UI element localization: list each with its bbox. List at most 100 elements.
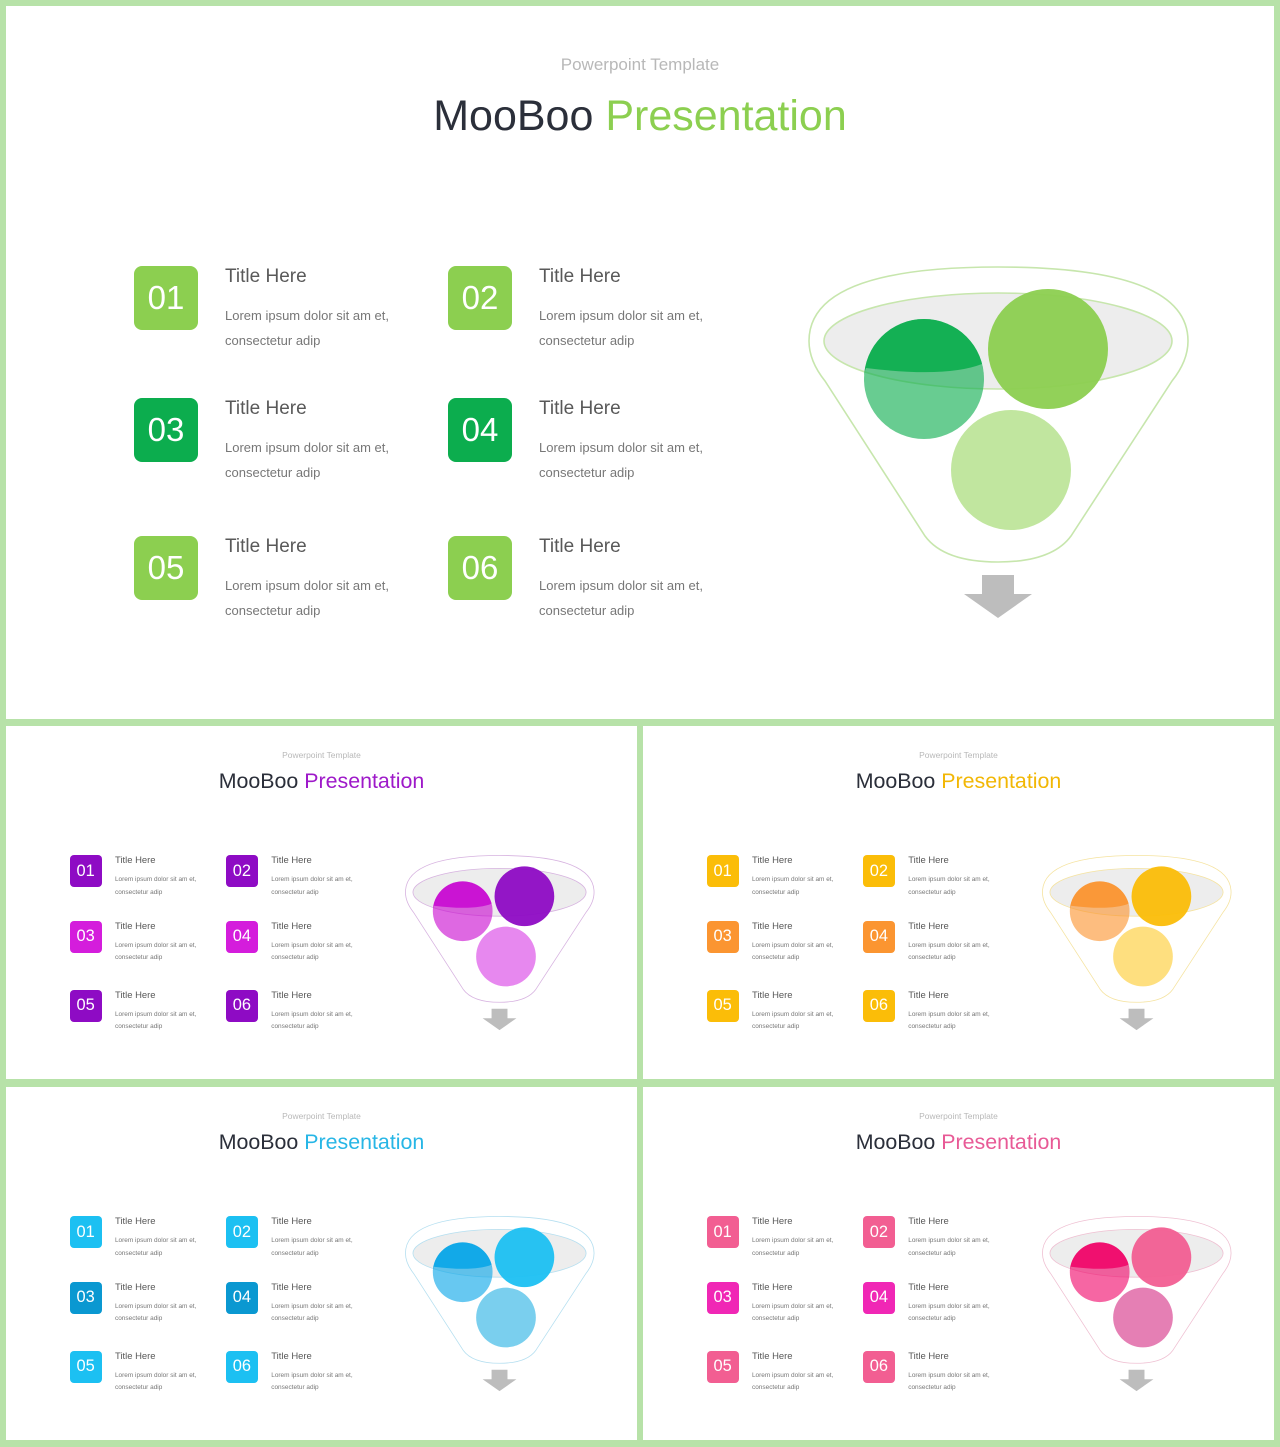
number-badge-04: 04 [862, 1282, 895, 1314]
slide-title: MooBoo Presentation [6, 92, 1274, 141]
number-badge-02: 02 [225, 855, 258, 888]
item-title: Title Here [908, 1216, 949, 1228]
down-arrow-icon [482, 1009, 517, 1031]
funnel-outline [1042, 1216, 1232, 1365]
item-description: Lorem ipsum dolor sit am et, [225, 308, 390, 323]
title-main: MooBoo [855, 1129, 942, 1154]
number-badge-02: 02 [862, 1216, 895, 1249]
funnel-outline [405, 1216, 595, 1365]
number-badge-03: 03 [134, 398, 198, 462]
funnel-ball [1113, 927, 1173, 987]
number-badge-01: 01 [706, 1216, 739, 1249]
item-description: consectetur adip [114, 1384, 163, 1392]
item-description: consectetur adip [751, 1249, 800, 1257]
item-title: Title Here [225, 536, 307, 557]
item-description: Lorem ipsum dolor sit am et, [114, 1302, 197, 1310]
item-title: Title Here [225, 266, 307, 287]
item-description: Lorem ipsum dolor sit am et, [539, 440, 704, 455]
item-description: Lorem ipsum dolor sit am et, [271, 1302, 353, 1310]
slide-subtitle: Powerpoint Template [919, 750, 998, 761]
item-description: Lorem ipsum dolor sit am et, [751, 1237, 834, 1245]
item-title: Title Here [908, 1350, 949, 1362]
item-title: Title Here [908, 921, 949, 933]
slide-subtitle: Powerpoint Template [282, 1111, 361, 1122]
number-badge-06: 06 [225, 989, 258, 1022]
funnel-ball [476, 927, 536, 987]
item-title: Title Here [751, 1282, 793, 1294]
number-badge-06: 06 [862, 1350, 895, 1383]
item-title: Title Here [539, 536, 621, 557]
funnel-ball [1131, 1227, 1192, 1288]
number-badge-01: 01 [69, 855, 102, 888]
item-title: Title Here [114, 921, 156, 933]
item-description: consectetur adip [271, 1023, 319, 1031]
item-description: Lorem ipsum dolor sit am et, [908, 1010, 990, 1018]
item-description: Lorem ipsum dolor sit am et, [751, 1371, 834, 1379]
title-accent: Presentation [941, 1129, 1062, 1154]
item-description: Lorem ipsum dolor sit am et, [908, 941, 990, 949]
title-accent: Presentation [941, 768, 1062, 793]
number-badge-01: 01 [134, 266, 198, 330]
funnel-ball-overlap [864, 319, 984, 379]
item-title: Title Here [271, 989, 312, 1001]
item-description: consectetur adip [114, 954, 163, 962]
number-badge-06: 06 [225, 1350, 258, 1383]
item-title: Title Here [114, 1282, 156, 1294]
item-title: Title Here [908, 1282, 949, 1294]
item-description: consectetur adip [539, 465, 635, 480]
funnel-ball-overlap [1069, 881, 1130, 912]
item-title: Title Here [271, 1216, 312, 1228]
funnel-ball [494, 866, 555, 927]
number-badge-04: 04 [225, 921, 258, 953]
funnel-ball [951, 410, 1071, 530]
number-badge-02: 02 [448, 266, 512, 330]
item-title: Title Here [751, 1216, 793, 1228]
number-badge-02: 02 [862, 855, 895, 888]
title-main: MooBoo [433, 92, 606, 140]
item-title: Title Here [751, 989, 793, 1001]
number-badge-05: 05 [69, 989, 102, 1022]
item-description: consectetur adip [539, 333, 635, 348]
item-description: Lorem ipsum dolor sit am et, [114, 1371, 197, 1379]
item-description: consectetur adip [225, 465, 321, 480]
title-accent: Presentation [304, 1129, 425, 1154]
item-title: Title Here [751, 1350, 793, 1362]
funnel-graphic [405, 855, 595, 1031]
slide-subtitle: Powerpoint Template [560, 55, 720, 74]
number-badge-05: 05 [134, 536, 198, 600]
funnel-ball-overlap [432, 881, 493, 912]
item-description: Lorem ipsum dolor sit am et, [751, 941, 834, 949]
item-description: Lorem ipsum dolor sit am et, [908, 876, 990, 884]
item-description: consectetur adip [271, 888, 319, 896]
item-description: consectetur adip [908, 1315, 956, 1323]
number-badge-01: 01 [69, 1216, 102, 1249]
item-description: consectetur adip [751, 1384, 800, 1392]
item-description: consectetur adip [751, 888, 800, 896]
number-badge-04: 04 [862, 921, 895, 953]
item-title: Title Here [271, 1282, 312, 1294]
item-description: Lorem ipsum dolor sit am et, [908, 1302, 990, 1310]
item-description: consectetur adip [225, 603, 321, 618]
item-title: Title Here [751, 921, 793, 933]
number-badge-05: 05 [69, 1350, 102, 1383]
number-badge-03: 03 [706, 1282, 739, 1314]
funnel-graphic [808, 266, 1189, 618]
item-description: consectetur adip [908, 1384, 956, 1392]
item-description: consectetur adip [225, 333, 321, 348]
item-title: Title Here [908, 989, 949, 1001]
slide-subtitle: Powerpoint Template [919, 1111, 998, 1122]
item-title: Title Here [114, 855, 156, 867]
title-main: MooBoo [855, 768, 942, 793]
funnel-ball [476, 1288, 536, 1348]
item-description: consectetur adip [908, 888, 956, 896]
item-title: Title Here [908, 855, 949, 867]
item-title: Title Here [539, 266, 621, 287]
item-description: Lorem ipsum dolor sit am et, [114, 941, 197, 949]
item-description: Lorem ipsum dolor sit am et, [225, 440, 390, 455]
slide-title: MooBoo Presentation [6, 769, 637, 794]
item-description: consectetur adip [751, 954, 800, 962]
item-description: Lorem ipsum dolor sit am et, [908, 1237, 990, 1245]
